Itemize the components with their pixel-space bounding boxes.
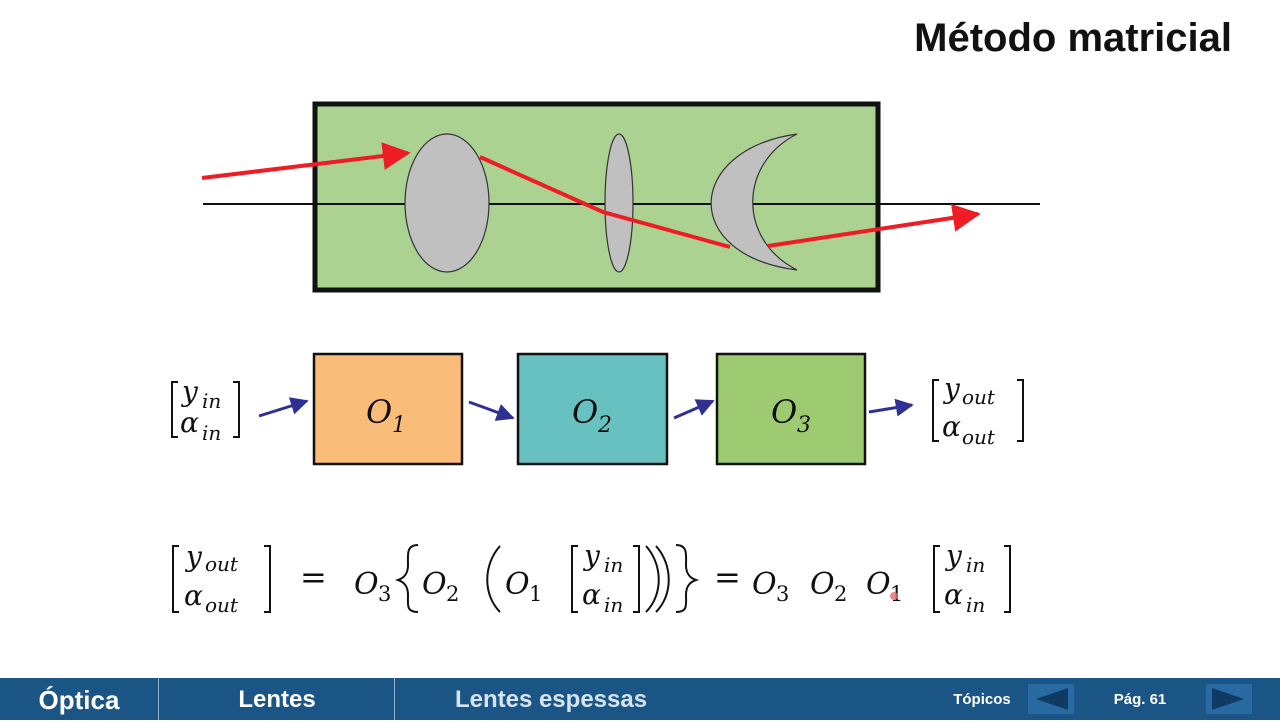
eq-o1-sub: 1 (529, 582, 542, 606)
nav-topicos[interactable]: Tópicos (953, 691, 1011, 708)
eq-right-paren-2 (655, 545, 670, 613)
svg-text:2: 2 (597, 413, 612, 438)
nav-lentes[interactable]: Lentes (238, 686, 316, 713)
svg-text:O: O (366, 393, 392, 431)
footer-divider-1 (158, 678, 159, 720)
arrow-in-to-o1 (258, 397, 309, 418)
arrow-o3-to-out (868, 398, 914, 417)
input-alpha: α (180, 406, 199, 439)
page-title: Método matricial (914, 16, 1232, 60)
eq-rhs-o1: O (866, 567, 891, 602)
input-alpha-sub: in (202, 421, 221, 445)
nav-lentes-espessas[interactable]: Lentes espessas (454, 686, 648, 713)
eq-o3: O (354, 567, 379, 602)
block-o3 (715, 352, 867, 466)
footer-divider-2 (394, 678, 395, 720)
svg-text:O: O (771, 393, 797, 431)
arrow-left-icon (1028, 684, 1074, 714)
ray-incoming (201, 142, 411, 180)
page-number: Pág. 61 (1113, 691, 1167, 708)
eq-o1: O (505, 567, 530, 602)
eq-inner-alpha-sub: in (604, 593, 623, 617)
eq-o2-sub: 2 (446, 582, 459, 606)
output-alpha-sub: out (962, 425, 996, 449)
block-o2 (516, 352, 669, 466)
eq-right-brace (675, 544, 700, 613)
eq-lhs-alpha-sub: out (205, 593, 239, 617)
eq-o2: O (422, 567, 447, 602)
block-o1 (312, 352, 464, 466)
eq-lhs-y-sub: out (205, 552, 239, 576)
svg-text:3: 3 (797, 413, 811, 438)
eq-left-paren (486, 545, 501, 613)
ray-path (479, 155, 731, 249)
eq-o3-sub: 3 (378, 582, 391, 606)
thick-lens-1 (404, 133, 490, 273)
block-o2-label: O 2 (572, 393, 612, 438)
eq-rhs-alpha-sub: in (966, 593, 985, 617)
eq-rhs-y-sub: in (966, 553, 985, 577)
optical-system-box (312, 101, 881, 293)
arrow-o1-to-o2 (468, 400, 515, 421)
output-alpha: α (942, 410, 961, 443)
eq-inner-y: y (582, 539, 601, 572)
meniscus-lens-3 (710, 133, 798, 271)
arrow-right-icon (1206, 684, 1252, 714)
equation: y out α out = O 3 O 2 O 1 y in α in = O … (172, 539, 1011, 617)
next-page-button[interactable] (1206, 684, 1252, 714)
svg-text:O: O (572, 393, 598, 431)
arrow-o2-to-o3 (673, 399, 715, 420)
optics-diagram: y in α in O 1 O 2 O 3 y out α out y out … (171, 101, 1040, 617)
input-y: y (180, 375, 199, 408)
eq-equals-1: = (300, 558, 327, 596)
eq-rhs-o3-sub: 3 (776, 582, 789, 606)
block-o1-label: O 1 (366, 393, 406, 438)
svg-text:1: 1 (392, 413, 406, 438)
thin-lens-2 (604, 133, 634, 273)
eq-rhs-o2: O (810, 567, 835, 602)
output-y-sub: out (962, 385, 996, 409)
pointer-dot (890, 592, 898, 600)
ray-outgoing (767, 203, 981, 248)
footer-nav-bar: Óptica Lentes Lentes espessas Tópicos Pá… (0, 678, 1280, 720)
eq-equals-2: = (714, 558, 741, 596)
eq-rhs-alpha: α (944, 578, 963, 611)
input-y-sub: in (202, 389, 221, 413)
eq-rhs-o3: O (752, 567, 777, 602)
input-vector: y in α in (171, 375, 240, 445)
block-o3-label: O 3 (771, 393, 811, 438)
eq-rhs-y: y (944, 539, 963, 572)
eq-lhs-alpha: α (184, 579, 203, 612)
output-y: y (942, 372, 961, 405)
eq-left-brace (394, 544, 419, 613)
nav-optica[interactable]: Óptica (38, 685, 120, 715)
eq-inner-alpha: α (582, 578, 601, 611)
eq-rhs-o2-sub: 2 (834, 582, 847, 606)
prev-page-button[interactable] (1028, 684, 1074, 714)
eq-right-paren-1 (645, 545, 660, 613)
eq-lhs-y: y (184, 540, 203, 573)
output-vector: y out α out (932, 372, 1024, 449)
eq-inner-y-sub: in (604, 553, 623, 577)
